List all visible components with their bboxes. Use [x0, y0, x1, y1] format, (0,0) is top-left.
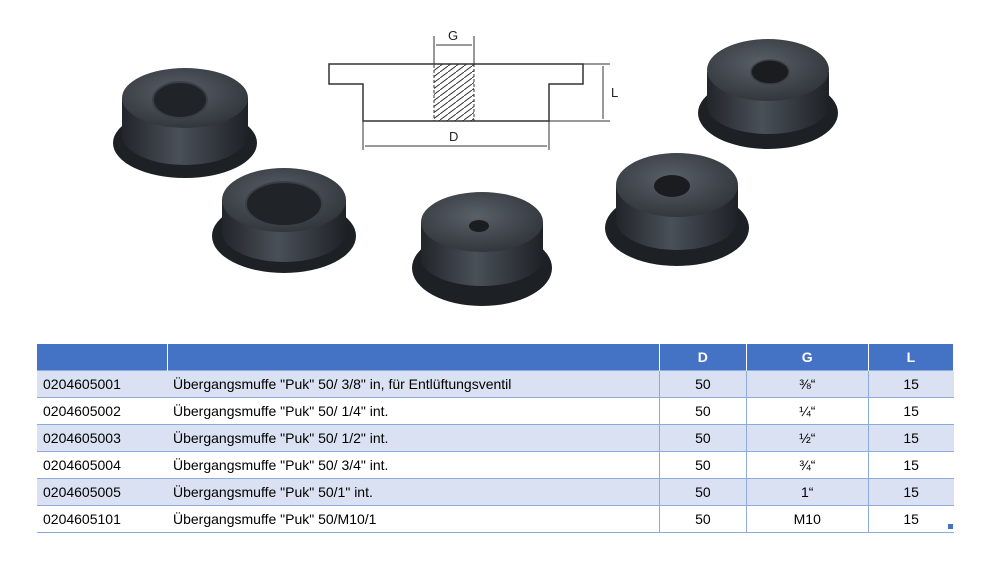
value-g: 1“: [745, 478, 869, 506]
value-l: 15: [867, 397, 954, 425]
value-d: 50: [659, 451, 747, 479]
product-illustration: G L D: [113, 28, 838, 306]
product-photo-2: [212, 168, 356, 273]
article-description: Übergangsmuffe "Puk" 50/ 3/4" int.: [167, 451, 660, 479]
table-row: 0204605001 Übergangsmuffe "Puk" 50/ 3/8"…: [37, 370, 954, 398]
dimension-d-label: D: [449, 129, 458, 144]
value-d: 50: [659, 424, 747, 452]
value-d: 50: [659, 478, 747, 506]
article-number: 0204605001: [37, 370, 167, 398]
article-description: Übergangsmuffe "Puk" 50/ 1/2" int.: [167, 424, 660, 452]
value-d: 50: [659, 397, 747, 425]
value-l: 15: [867, 424, 954, 452]
header-d: D: [659, 344, 747, 371]
product-photo-3: [412, 192, 552, 306]
product-photo-1: [113, 68, 257, 178]
value-g: ½“: [745, 424, 869, 452]
article-description: Übergangsmuffe "Puk" 50/ 3/8" in, für En…: [167, 370, 660, 398]
table-row: 0204605004 Übergangsmuffe "Puk" 50/ 3/4"…: [37, 451, 954, 479]
article-number: 0204605005: [37, 478, 167, 506]
value-g: ¼“: [745, 397, 869, 425]
cross-section-diagram: G L D: [328, 28, 618, 150]
value-g: ¾“: [745, 451, 869, 479]
article-number: 0204605004: [37, 451, 167, 479]
table-resize-handle[interactable]: [948, 524, 953, 529]
article-description: Übergangsmuffe "Puk" 50/M10/1: [167, 505, 660, 533]
value-l: 15: [867, 370, 954, 398]
value-l: 15: [867, 505, 954, 533]
table-header-row: D G L: [37, 344, 955, 371]
product-photo-5: [698, 39, 838, 149]
value-g: M10: [745, 505, 869, 533]
table-row: 0204605005 Übergangsmuffe "Puk" 50/1" in…: [37, 478, 954, 506]
value-d: 50: [659, 505, 747, 533]
value-l: 15: [867, 478, 954, 506]
article-description: Übergangsmuffe "Puk" 50/ 1/4" int.: [167, 397, 660, 425]
article-number: 0204605002: [37, 397, 167, 425]
article-description: Übergangsmuffe "Puk" 50/1" int.: [167, 478, 660, 506]
table-row: 0204605101 Übergangsmuffe "Puk" 50/M10/1…: [37, 505, 954, 533]
header-l: L: [868, 344, 955, 371]
value-d: 50: [659, 370, 747, 398]
dimension-l-label: L: [611, 85, 618, 100]
article-number: 0204605101: [37, 505, 167, 533]
product-table: D G L 0204605001 Übergangsmuffe "Puk" 50…: [37, 344, 955, 533]
header-g: G: [746, 344, 869, 371]
product-photo-4: [605, 153, 749, 266]
value-l: 15: [867, 451, 954, 479]
table-row: 0204605003 Übergangsmuffe "Puk" 50/ 1/2"…: [37, 424, 954, 452]
article-number: 0204605003: [37, 424, 167, 452]
header-description: [167, 344, 660, 371]
table-row: 0204605002 Übergangsmuffe "Puk" 50/ 1/4"…: [37, 397, 954, 425]
header-code: [37, 344, 168, 371]
dimension-g-label: G: [448, 28, 458, 43]
value-g: ⅜“: [745, 370, 869, 398]
